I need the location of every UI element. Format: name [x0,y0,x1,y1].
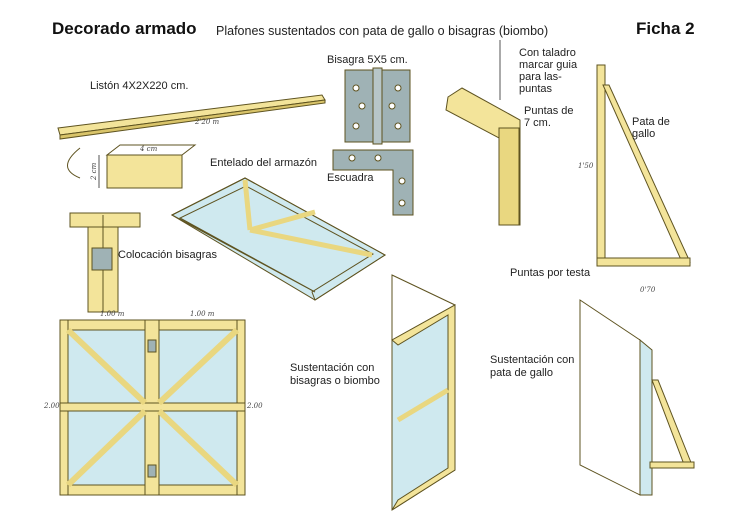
sheet-number: Ficha 2 [636,19,695,38]
liston-board [57,94,326,136]
pata-height-dim: 1'50 [578,162,594,170]
panel-height-left-dim: 2.00 [43,402,60,410]
liston-height-dim: 2 cm [90,162,98,181]
label-liston: Listón 4X2X220 cm. [90,80,189,92]
label-bisagra: Bisagra 5X5 cm. [327,54,408,66]
label-colocacion: Colocación bisagras [118,249,218,261]
panel-width-right-dim: 1.00 m [190,310,215,318]
pata-upright [596,64,606,266]
front-panel [59,319,246,496]
pata-brace-2 [651,379,693,468]
sheet-subtitle: Plafones sustentados con pata de gallo o… [216,24,549,38]
liston-width-dim: 4 cm [139,145,158,153]
liston-length-dim: 2'20 m [194,118,220,126]
pata-base-dim: 0'70 [640,286,656,294]
pata-supported-panel [579,299,641,496]
pata-brace [602,84,691,263]
label-escuadra: Escuadra [327,172,374,184]
corner-bracket [332,149,414,216]
sheet-title: Decorado armado [52,19,197,38]
panel-height-right-dim: 2.00 [246,402,263,410]
label-puntas-testa: Puntas por testa [510,267,591,279]
panel-width-left-dim: 1.00 m [100,310,125,318]
liston-section [106,154,183,189]
pata-base [596,257,691,267]
label-entelado: Entelado del armazón [210,157,318,169]
